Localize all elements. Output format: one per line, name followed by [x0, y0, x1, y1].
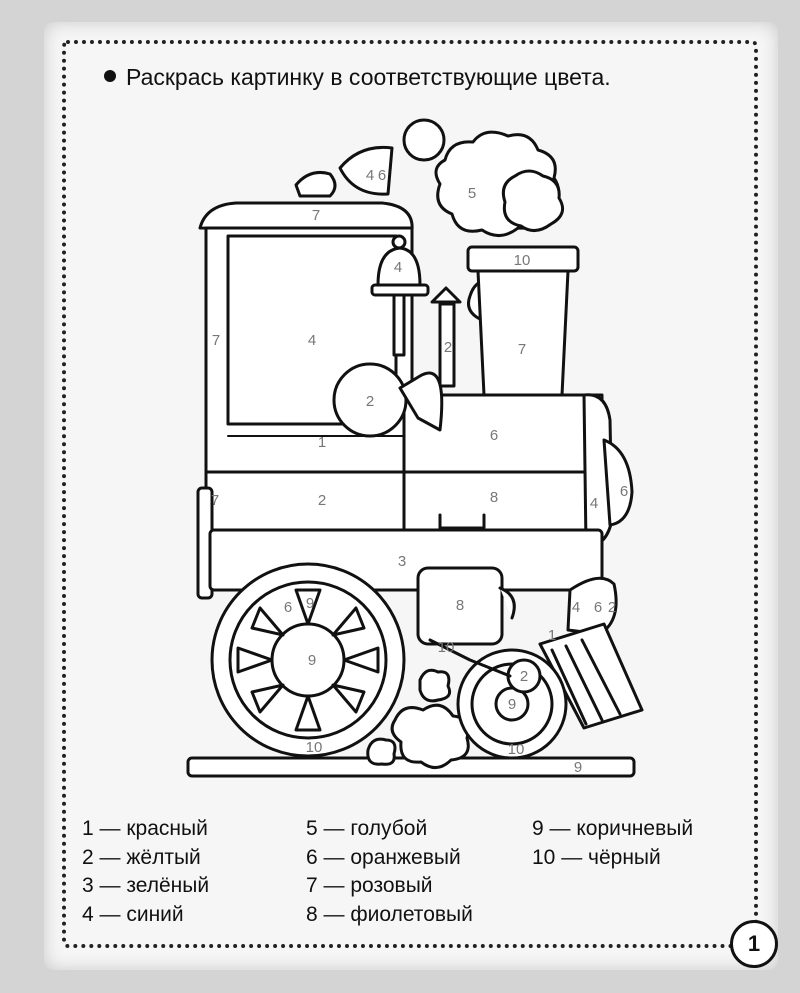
- label-horn-ball: 2: [366, 393, 374, 410]
- label-cab-post: 7: [212, 332, 220, 349]
- label-big-wheel-petal: 6: [284, 599, 292, 616]
- label-buffer-lamp: 4: [572, 599, 580, 616]
- legend-item: 8 — фиолетовый: [306, 902, 473, 926]
- label-rail-block: 10: [306, 739, 323, 756]
- cowcatcher: [538, 622, 644, 730]
- label-front-ring: 4: [590, 495, 598, 512]
- legend-item: 2 — жёлтый: [82, 845, 201, 869]
- page-number: 1: [730, 920, 778, 968]
- horn: [398, 371, 444, 432]
- lamp: [338, 145, 394, 196]
- label-bell: 4: [394, 259, 402, 276]
- label-lamp-small: 6: [378, 167, 386, 184]
- label-piston: 10: [438, 639, 455, 656]
- label-buffer-small2: 2: [608, 599, 616, 616]
- label-axle-ball: 2: [520, 668, 528, 685]
- label-small-wheel-hub: 9: [508, 696, 516, 713]
- label-side-post: 7: [211, 492, 219, 509]
- label-buffer-small: 6: [594, 599, 602, 616]
- label-boiler-lower: 8: [490, 489, 498, 506]
- legend-item: 6 — оранжевый: [306, 845, 461, 869]
- label-chimney: 7: [518, 341, 526, 358]
- instruction-label: Раскрась картинку в соответствующие цвет…: [126, 64, 611, 90]
- cab-roof: [198, 201, 414, 232]
- legend-column-3: 9 — коричневый 10 — чёрный: [532, 815, 693, 872]
- label-big-wheel-hub: 9: [308, 652, 316, 669]
- label-cylinder: 8: [456, 597, 464, 614]
- label-chassis: 3: [398, 553, 406, 570]
- label-cab-window: 4: [308, 332, 316, 349]
- label-whistle: 2: [444, 339, 452, 356]
- whistle-cap: [430, 286, 462, 304]
- legend-item: 9 — коричневый: [532, 817, 694, 840]
- dotted-border: [62, 40, 758, 948]
- legend-item: 7 — розовый: [306, 874, 433, 897]
- label-small-wheel-rim: 10: [508, 741, 525, 758]
- legend-column-1: 1 — красный 2 — жёлтый 3 — зелёный 4 — с…: [82, 815, 209, 929]
- small-wheel: [456, 648, 568, 760]
- piston-rod: [428, 638, 512, 678]
- label-big-wheel-petal2: 9: [306, 595, 314, 612]
- legend-column-2: 5 — голубой 6 — оранжевый 7 — розовый 8 …: [306, 815, 473, 929]
- big-wheel: [210, 562, 406, 758]
- legend-item: 5 — голубой: [306, 817, 428, 840]
- label-chimney-top: 10: [514, 252, 531, 269]
- label-cab-lower: 1: [318, 434, 326, 451]
- legend-item: 1 — красный: [82, 817, 208, 840]
- label-lamp: 4: [366, 167, 374, 184]
- bullet-icon: [104, 70, 116, 82]
- legend-item: 4 — синий: [82, 902, 184, 926]
- label-rail: 9: [574, 759, 582, 776]
- chimney: [476, 269, 570, 397]
- legend-item: 3 — зелёный: [82, 874, 210, 897]
- label-smoke: 5: [468, 185, 476, 202]
- label-front-ring-small: 6: [620, 483, 628, 500]
- whistle-pipe: [438, 302, 456, 388]
- label-roof: 7: [312, 207, 320, 224]
- cylinder: [416, 566, 504, 646]
- label-boiler: 6: [490, 427, 498, 444]
- label-cowcatcher: 1: [548, 627, 556, 644]
- label-cab-panel: 2: [318, 492, 326, 509]
- instruction-text: Раскрась картинку в соответствующие цвет…: [104, 62, 704, 92]
- legend-item: 10 — чёрный: [532, 845, 661, 869]
